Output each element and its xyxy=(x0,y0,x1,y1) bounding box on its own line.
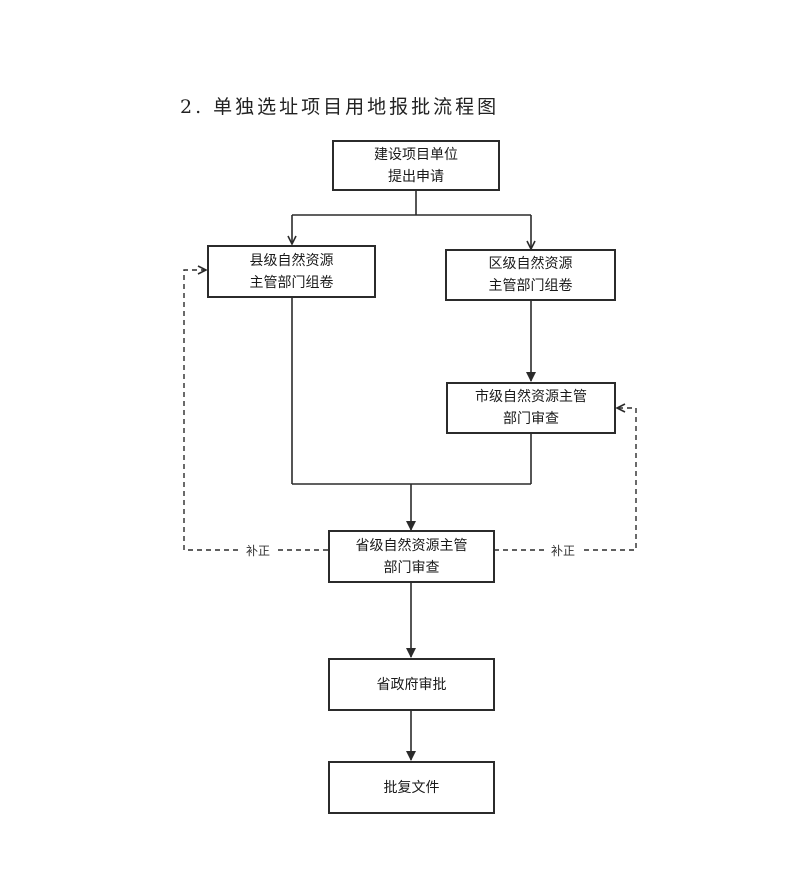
node-district-line1: 区级自然资源 xyxy=(488,256,573,272)
node-apply-line2: 提出申请 xyxy=(388,168,444,185)
node-county-line1: 县级自然资源 xyxy=(249,252,334,269)
node-apply: 建设项目单位 提出申请 xyxy=(332,140,500,191)
node-city: 市级自然资源主管 部门审查 xyxy=(446,382,616,434)
feedback-right-label: 补正 xyxy=(545,542,582,559)
node-city-line2: 部门审查 xyxy=(503,411,559,427)
diagram-title: 2. 单独选址项目用地报批流程图 xyxy=(180,96,500,118)
node-apply-line1: 建设项目单位 xyxy=(374,146,458,163)
node-province: 省级自然资源主管 部门审查 xyxy=(328,530,495,583)
node-gov-line1: 省政府审批 xyxy=(376,676,447,693)
node-city-line1: 市级自然资源主管 xyxy=(475,389,587,405)
node-province-line1: 省级自然资源主管 xyxy=(355,537,468,554)
node-province-line2: 部门审查 xyxy=(383,559,440,576)
feedback-left-label: 补正 xyxy=(240,542,277,559)
node-reply: 批复文件 xyxy=(328,761,495,814)
node-gov: 省政府审批 xyxy=(328,658,495,711)
node-county-line2: 主管部门组卷 xyxy=(249,274,334,291)
node-district: 区级自然资源 主管部门组卷 xyxy=(445,249,616,301)
node-county: 县级自然资源 主管部门组卷 xyxy=(207,245,376,298)
node-district-line2: 主管部门组卷 xyxy=(488,278,573,294)
node-reply-line1: 批复文件 xyxy=(383,779,440,796)
feedback-left-path xyxy=(183,270,328,551)
